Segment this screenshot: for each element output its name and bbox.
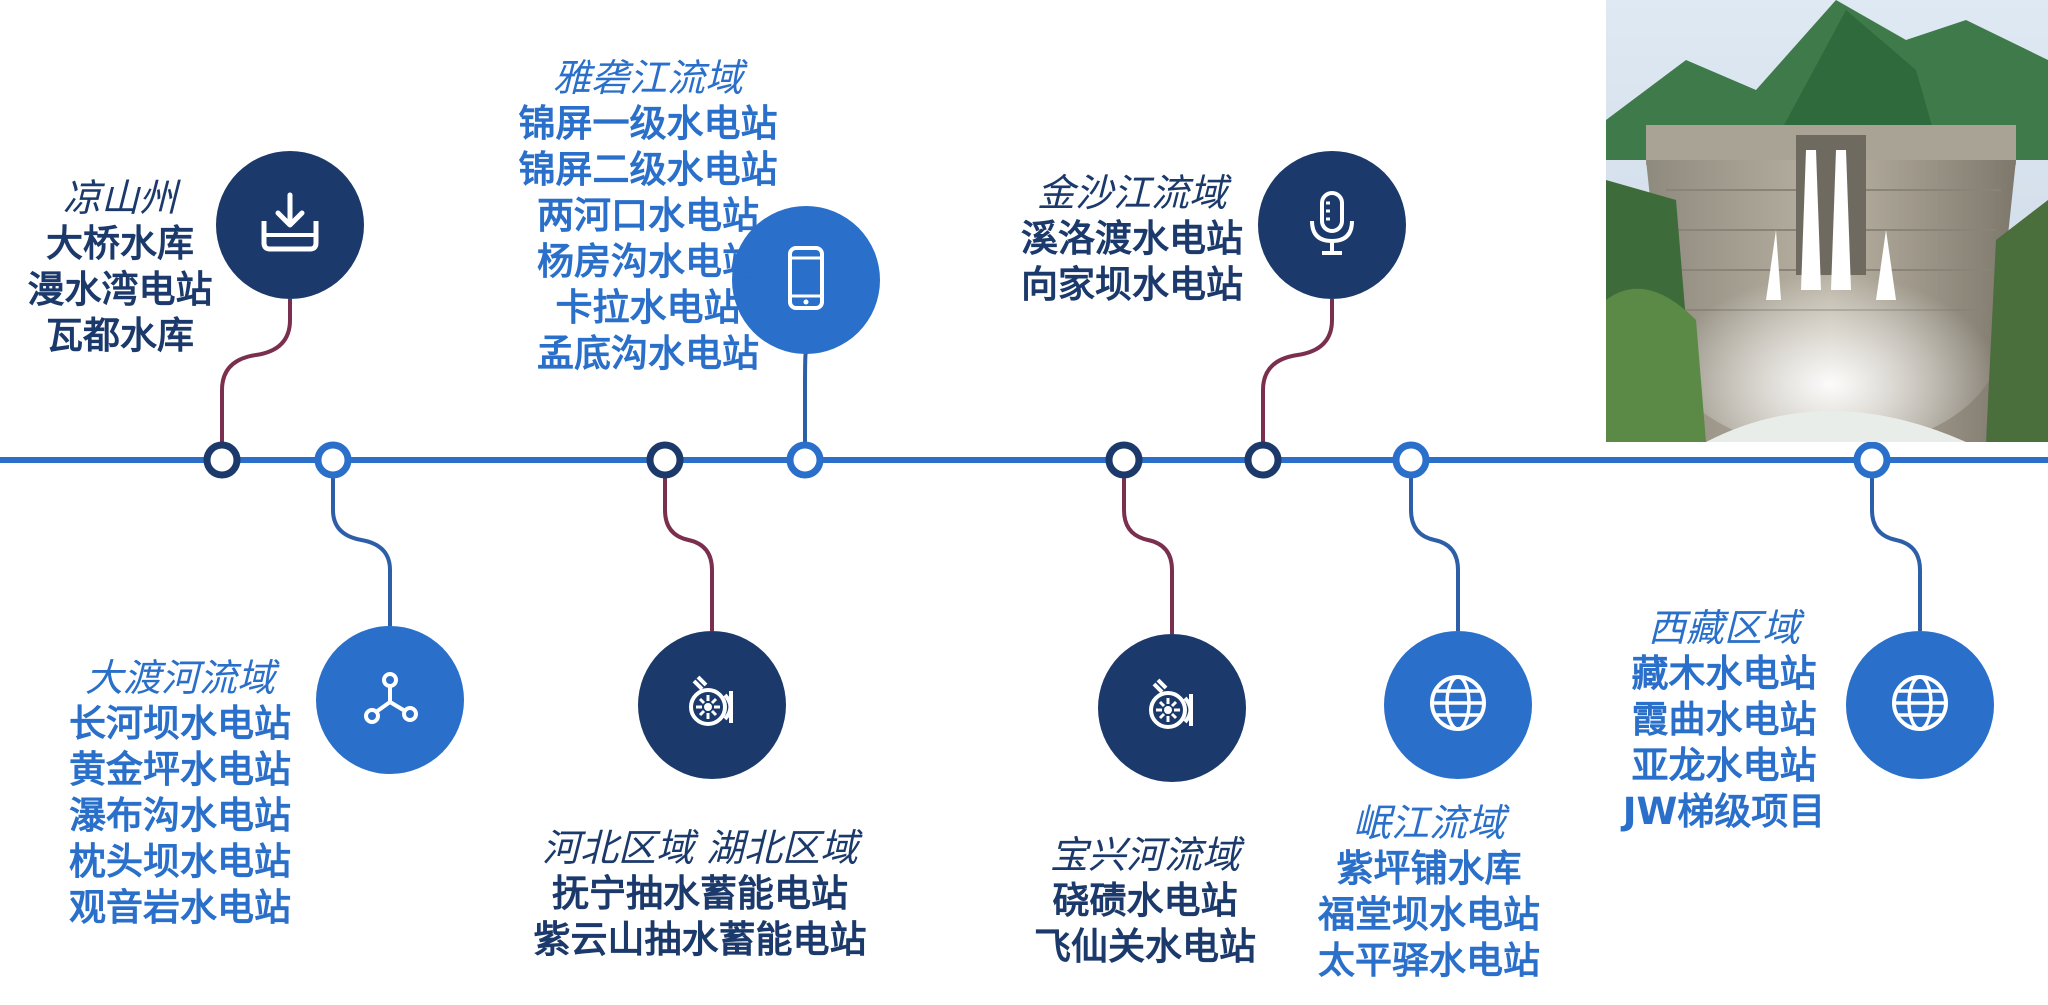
timeline-node (1244, 441, 1282, 479)
station-name: 向家坝水电站 (1021, 263, 1243, 306)
station-name: 孟底沟水电站 (537, 332, 759, 375)
milestone-circle (1846, 631, 1994, 779)
microphone-icon (1296, 187, 1368, 263)
station-name: 抚宁抽水蓄能电站 (552, 872, 848, 915)
milestone-circle (1098, 634, 1246, 782)
connector-line (663, 460, 714, 631)
region-text-block: 雅砻江流域锦屏一级水电站锦屏二级水电站两河口水电站杨房沟水电站卡拉水电站孟底沟水… (483, 55, 813, 377)
globe-icon (1884, 667, 1956, 743)
region-title: 凉山州 (62, 176, 177, 220)
turbine-icon (1136, 670, 1208, 746)
turbine-icon (676, 667, 748, 743)
station-name: 溪洛渡水电站 (1021, 217, 1243, 260)
region-text-block: 金沙江流域溪洛渡水电站向家坝水电站 (982, 170, 1282, 308)
globe-icon (1422, 667, 1494, 743)
station-name: 大桥水库 (46, 222, 194, 265)
milestone-circle (316, 626, 464, 774)
download-icon (254, 187, 326, 263)
station-name: 锦屏一级水电站 (518, 102, 778, 145)
station-name: 紫坪铺水库 (1336, 847, 1522, 890)
station-name: 锦屏二级水电站 (518, 148, 778, 191)
station-name: 瓦都水库 (46, 314, 194, 357)
region-title: 雅砻江流域 (552, 56, 743, 100)
station-name: 藏木水电站 (1631, 652, 1817, 695)
network-icon (354, 662, 426, 738)
region-text-block: 大渡河流域长河坝水电站黄金坪水电站瀑布沟水电站枕头坝水电站观音岩水电站 (30, 655, 330, 931)
region-title: 西藏区域 (1647, 606, 1800, 650)
timeline-node (1853, 441, 1891, 479)
station-name: 卡拉水电站 (555, 286, 741, 329)
region-text-block: 凉山州大桥水库漫水湾电站瓦都水库 (5, 175, 235, 359)
region-text-block: 河北区域 湖北区域抚宁抽水蓄能电站紫云山抽水蓄能电站 (510, 825, 890, 963)
timeline-node (786, 441, 824, 479)
region-text-block: 岷江流域紫坪铺水库福堂坝水电站太平驿水电站 (1299, 800, 1559, 984)
station-name: 飞仙关水电站 (1034, 925, 1256, 968)
station-name: JW梯级项目 (1622, 790, 1826, 833)
dam-photo (1606, 0, 2048, 442)
milestone-circle (638, 631, 786, 779)
milestone-circle (732, 206, 880, 354)
station-name: 观音岩水电站 (69, 886, 291, 929)
connector-line (220, 299, 292, 460)
timeline-node (1392, 441, 1430, 479)
timeline-node (646, 441, 684, 479)
region-title: 河北区域 湖北区域 (541, 826, 859, 870)
timeline-node (1105, 441, 1143, 479)
connector-line (1261, 299, 1334, 460)
station-name: 两河口水电站 (537, 194, 759, 237)
region-title: 大渡河流域 (84, 656, 275, 700)
milestone-circle (216, 151, 364, 299)
connector-line (331, 460, 392, 626)
station-name: 亚龙水电站 (1631, 744, 1817, 787)
connector-line (1409, 460, 1460, 631)
station-name: 紫云山抽水蓄能电站 (533, 918, 867, 961)
region-title: 金沙江流域 (1036, 171, 1227, 215)
milestone-circle (1258, 151, 1406, 299)
station-name: 黄金坪水电站 (69, 748, 291, 791)
timeline-node (314, 441, 352, 479)
station-name: 硗碛水电站 (1052, 879, 1238, 922)
station-name: 枕头坝水电站 (69, 840, 291, 883)
station-name: 杨房沟水电站 (537, 240, 759, 283)
milestone-circle (1384, 631, 1532, 779)
region-title: 岷江流域 (1352, 801, 1505, 845)
station-name: 霞曲水电站 (1631, 698, 1817, 741)
region-text-block: 宝兴河流域硗碛水电站飞仙关水电站 (995, 832, 1295, 970)
station-name: 福堂坝水电站 (1318, 893, 1540, 936)
connector-line (1122, 460, 1174, 634)
timeline-node (203, 441, 241, 479)
smartphone-icon (770, 242, 842, 318)
station-name: 瀑布沟水电站 (69, 794, 291, 837)
station-name: 漫水湾电站 (27, 268, 213, 311)
station-name: 太平驿水电站 (1318, 939, 1540, 982)
region-title: 宝兴河流域 (1049, 833, 1240, 877)
station-name: 长河坝水电站 (69, 702, 291, 745)
connector-line (1870, 460, 1922, 631)
